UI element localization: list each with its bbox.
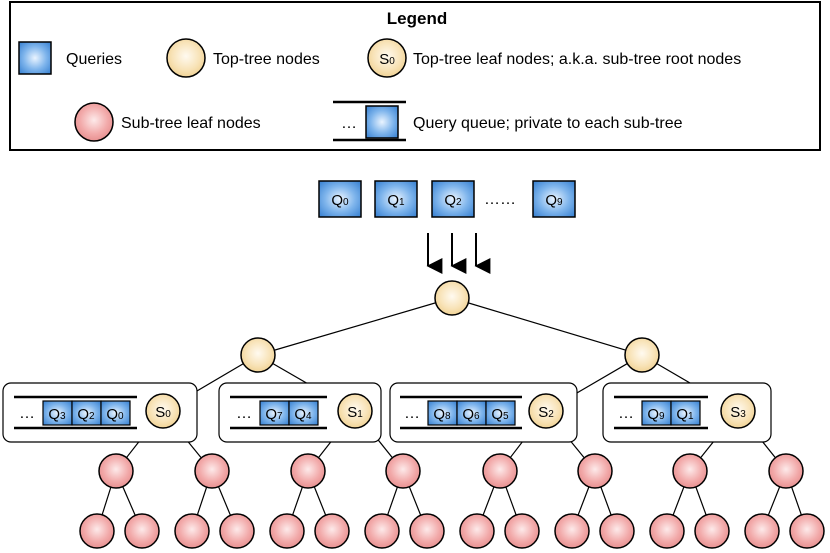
subtree-leaf-node (694, 513, 730, 549)
top-tree-node (240, 337, 276, 373)
subtree-inner-node (577, 453, 613, 489)
legend-query-icon (18, 41, 52, 75)
incoming-query-box (374, 180, 418, 218)
subtree-root-label: S1 (347, 404, 363, 421)
subtree-leaf-node (364, 513, 400, 549)
queued-query-label: Q2 (77, 406, 95, 423)
legend-label-query-queue: Query queue; private to each sub-tree (413, 115, 683, 132)
incoming-query-label: Q1 (387, 192, 405, 209)
queued-query (71, 400, 102, 426)
queued-query (288, 400, 319, 426)
queued-query (427, 400, 458, 426)
subtree-leaf-node (744, 513, 780, 549)
subtree-leaf-node (269, 513, 305, 549)
incoming-query-label: Q2 (444, 192, 462, 209)
queued-query-label: Q4 (294, 406, 312, 423)
subtree-leaf-node (554, 513, 590, 549)
legend-label-queries: Queries (66, 51, 122, 68)
tree-nodes: S0 S1 S2 S3 (79, 280, 825, 549)
incoming-query-label: Q9 (545, 192, 563, 209)
queued-query (259, 400, 290, 426)
subtree-leaf-node (314, 513, 350, 549)
queued-query (485, 400, 516, 426)
queue-dots: … (404, 405, 420, 422)
incoming-queries: Q0 Q1 Q2 …… Q9 (318, 180, 576, 218)
subtree-queue: … Q7 Q4 (230, 395, 327, 430)
subtree-leaf-node (124, 513, 160, 549)
subtree-root-node (528, 393, 564, 429)
subtree-inner-node (672, 453, 708, 489)
queued-query-label: Q8 (433, 406, 451, 423)
legend-title: Legend (387, 9, 447, 28)
tree-edge (257, 297, 453, 356)
subtree-root-label: S3 (730, 404, 746, 421)
subtree-inner-node (290, 453, 326, 489)
legend-subtree-root-symbol: S0 (379, 51, 395, 68)
queue-dots: … (19, 405, 35, 422)
subtree-inner-node (194, 453, 230, 489)
subtree-leaf-node (459, 513, 495, 549)
subtree-root-node (337, 393, 373, 429)
top-tree-node (624, 337, 660, 373)
queue-dots: … (236, 405, 252, 422)
queued-query-label: Q1 (676, 406, 694, 423)
queued-query-label: Q0 (106, 406, 124, 423)
subtree-leaf-node (219, 513, 255, 549)
top-tree-root-node (434, 280, 470, 316)
subtree-leaf-node (174, 513, 210, 549)
subtree-leaf-node (649, 513, 685, 549)
queued-query-label: Q7 (265, 406, 283, 423)
queue-dots: … (618, 405, 634, 422)
subtree-leaf-node (79, 513, 115, 549)
queued-query (42, 400, 73, 426)
subtree-root-node (720, 393, 756, 429)
incoming-query-label: Q0 (331, 192, 349, 209)
incoming-query-box (431, 180, 475, 218)
subtree-queue: … Q8 Q6 Q5 (400, 395, 522, 430)
incoming-query-box (318, 180, 362, 218)
legend-label-top-nodes: Top-tree nodes (213, 51, 320, 68)
queued-query (100, 400, 131, 426)
legend-queue-query-icon (365, 105, 399, 139)
queued-query (670, 400, 701, 426)
arrows (426, 233, 491, 274)
queued-query (641, 400, 672, 426)
subtree-inner-node (385, 453, 421, 489)
legend: Legend Queries Top-tree nodes S0 Top-tre… (9, 1, 821, 151)
subtree-leaf-node (789, 513, 825, 549)
subtree-queue: … Q9 Q1 (614, 395, 708, 430)
legend-top-node-icon (166, 38, 206, 78)
subtree-root-label: S0 (155, 404, 171, 421)
queued-query-label: Q6 (462, 406, 480, 423)
subtree-leaf-node (599, 513, 635, 549)
subtree-inner-node (482, 453, 518, 489)
subtree-inner-node (98, 453, 134, 489)
legend-label-subtree-roots: Top-tree leaf nodes; a.k.a. sub-tree roo… (413, 51, 741, 68)
tree-edge (451, 297, 643, 356)
legend-subtree-root-icon (367, 38, 407, 78)
incoming-query-ellipsis: …… (484, 191, 516, 208)
legend-queue-dots: … (341, 115, 357, 132)
subtree-inner-node (768, 453, 804, 489)
subtree-root-node (145, 393, 181, 429)
legend-leaf-node-icon (74, 102, 114, 142)
legend-label-leaf-nodes: Sub-tree leaf nodes (121, 115, 261, 132)
queued-query-label: Q5 (491, 406, 509, 423)
subtree-root-label: S2 (538, 404, 554, 421)
subtree-leaf-node (409, 513, 445, 549)
subtree-queue: … Q3 Q2 Q0 (14, 395, 137, 430)
legend-frame (9, 1, 821, 151)
subtree-leaf-node (504, 513, 540, 549)
incoming-query-box (532, 180, 576, 218)
queued-query-label: Q9 (647, 406, 665, 423)
queued-query-label: Q3 (48, 406, 66, 423)
